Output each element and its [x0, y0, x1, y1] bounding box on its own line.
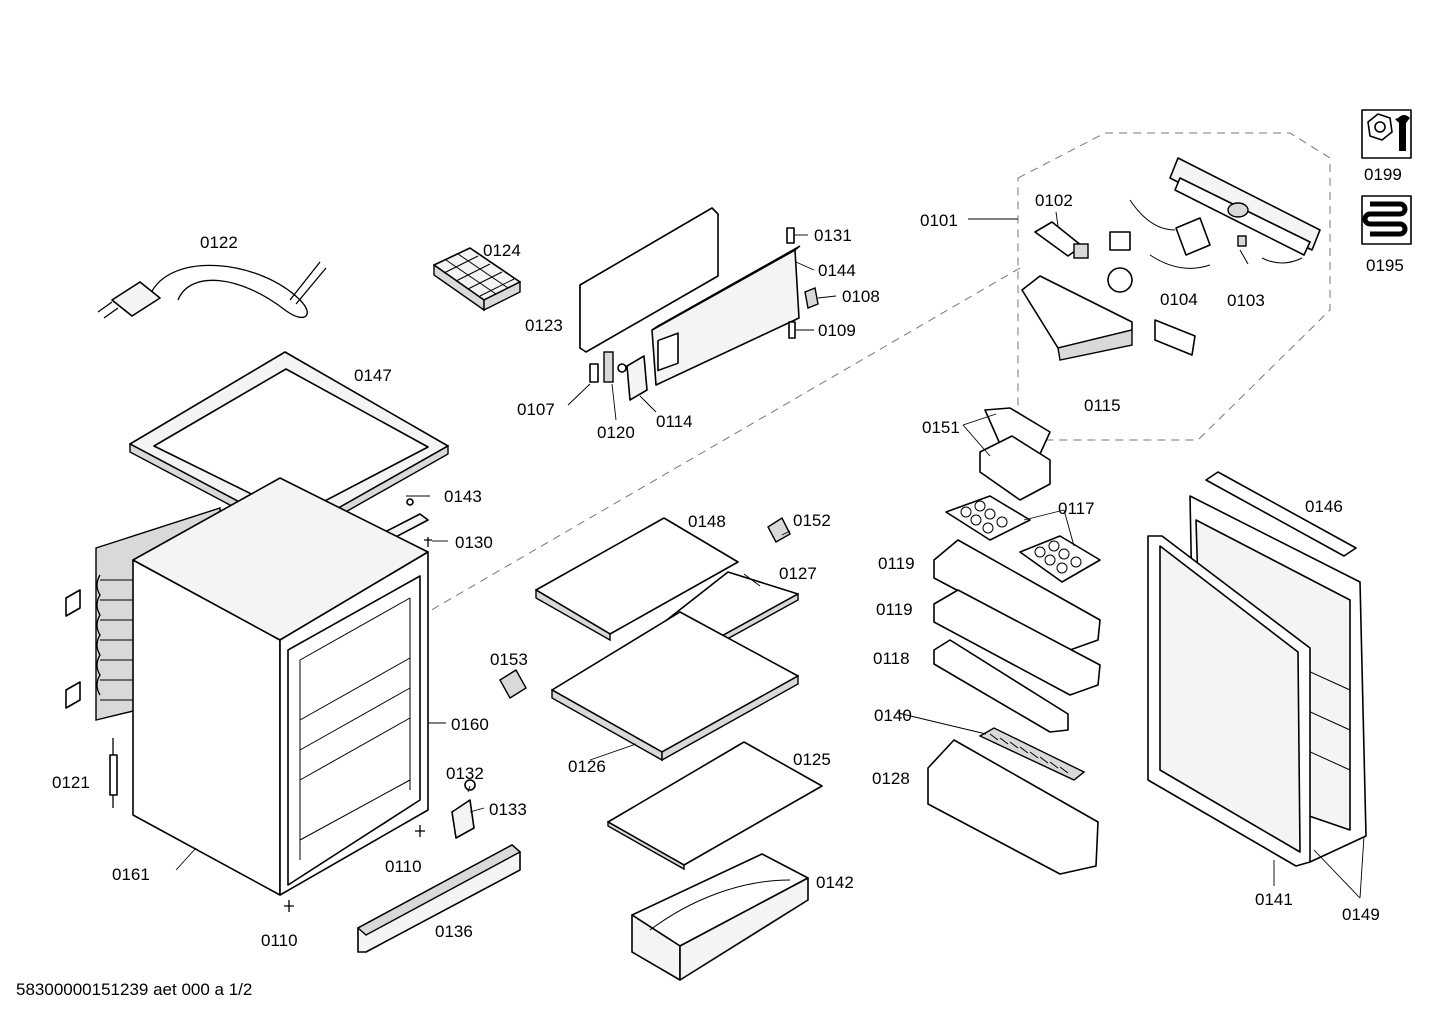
label-0140: 0140	[874, 706, 912, 725]
group-outline-0101	[1017, 132, 1331, 441]
label-0152: 0152	[793, 511, 831, 530]
document-code: 58300000151239 aet 000 a 1/2	[16, 980, 253, 999]
label-0120: 0120	[597, 423, 635, 442]
door-shelf-0119b	[933, 589, 1101, 696]
label-0115: 0115	[1084, 396, 1121, 415]
clip-0153	[499, 669, 527, 699]
label-0130: 0130	[455, 533, 493, 552]
label-0151: 0151	[922, 418, 960, 437]
label-0110-front: 0110	[385, 857, 422, 876]
label-0101: 0101	[920, 211, 958, 230]
hinge-pin-0131	[786, 227, 795, 244]
thermostat-0103	[1109, 199, 1303, 269]
door-shelf-0119a	[933, 539, 1101, 651]
leader-lines	[175, 211, 1365, 899]
freezer-door-0144	[651, 245, 801, 386]
label-0149: 0149	[1342, 905, 1380, 924]
door-frame-0141	[1147, 535, 1311, 867]
door-gasket-0123	[579, 207, 720, 353]
label-0119-upper: 0119	[878, 554, 915, 573]
feet-0110	[284, 825, 425, 912]
glass-shelf-0126	[551, 611, 799, 762]
glass-cover-0125	[607, 741, 823, 871]
label-0131: 0131	[814, 226, 852, 245]
label-0103: 0103	[1227, 291, 1265, 310]
handle-clip-0120	[603, 351, 627, 383]
hinge-0133	[451, 779, 476, 839]
label-0143: 0143	[444, 487, 482, 506]
crisper-drawer-0142	[631, 853, 809, 981]
wrench-nut-icon	[1361, 109, 1412, 159]
label-0108: 0108	[842, 287, 880, 306]
label-0136: 0136	[435, 922, 473, 941]
power-cord-0122	[97, 261, 327, 319]
label-0109: 0109	[818, 321, 856, 340]
label-0133: 0133	[489, 800, 527, 819]
label-0199: 0199	[1364, 165, 1402, 184]
butter-box-0151	[979, 407, 1051, 501]
label-0161: 0161	[112, 865, 150, 884]
label-0118: 0118	[873, 649, 910, 668]
glass-shelf-0148	[535, 517, 739, 642]
label-0107: 0107	[517, 400, 555, 419]
label-0128: 0128	[872, 769, 910, 788]
lamp-cover-0115	[1021, 275, 1196, 361]
egg-tray-0117	[945, 495, 1101, 583]
screw-0130	[424, 537, 432, 547]
pin-0109	[788, 321, 796, 339]
door-trim-0146	[1205, 471, 1357, 557]
label-0119-lower: 0119	[876, 600, 913, 619]
heater-coil-icon	[1361, 195, 1412, 245]
ice-tray-0124	[433, 247, 521, 312]
label-0125: 0125	[793, 750, 831, 769]
dashed-guide-line	[427, 267, 1021, 613]
label-0132: 0132	[446, 764, 484, 783]
label-0147: 0147	[354, 366, 392, 385]
label-0124: 0124	[483, 241, 521, 260]
label-0148: 0148	[688, 512, 726, 531]
bottle-rack-0140	[978, 727, 1086, 781]
label-0160: 0160	[451, 715, 489, 734]
label-0141: 0141	[1255, 890, 1293, 909]
label-0146: 0146	[1305, 497, 1343, 516]
label-0126: 0126	[568, 757, 606, 776]
bottle-shelf-0128	[927, 739, 1099, 875]
door-shelf-0118	[933, 639, 1069, 733]
label-0102: 0102	[1035, 191, 1073, 210]
label-0127: 0127	[779, 564, 817, 583]
label-0153: 0153	[490, 650, 528, 669]
clip-0152	[767, 516, 791, 543]
label-0114: 0114	[656, 412, 693, 431]
label-0117: 0117	[1058, 499, 1095, 518]
label-0104: 0104	[1160, 290, 1198, 309]
thermostat-housing-0101	[1169, 157, 1321, 256]
label-0195: 0195	[1366, 256, 1404, 275]
bracket-0108	[804, 287, 819, 309]
clip-0107	[589, 363, 599, 383]
label-0142: 0142	[816, 873, 854, 892]
kick-plate-0136	[356, 844, 522, 953]
latch-0114	[626, 355, 648, 401]
label-0121: 0121	[52, 773, 90, 792]
thermostat-knob-0104	[1107, 267, 1133, 293]
label-0122: 0122	[200, 233, 238, 252]
label-0144: 0144	[818, 261, 856, 280]
drier-filter-0121	[109, 738, 118, 808]
label-0110-rear: 0110	[261, 931, 298, 950]
lamp-bulb-0102	[1034, 221, 1089, 259]
label-0123: 0123	[525, 316, 563, 335]
cabinet-0161	[132, 477, 429, 896]
part-labels: 0122 0124 0123 0131 0144 0108 0109 0107 …	[52, 165, 1404, 950]
